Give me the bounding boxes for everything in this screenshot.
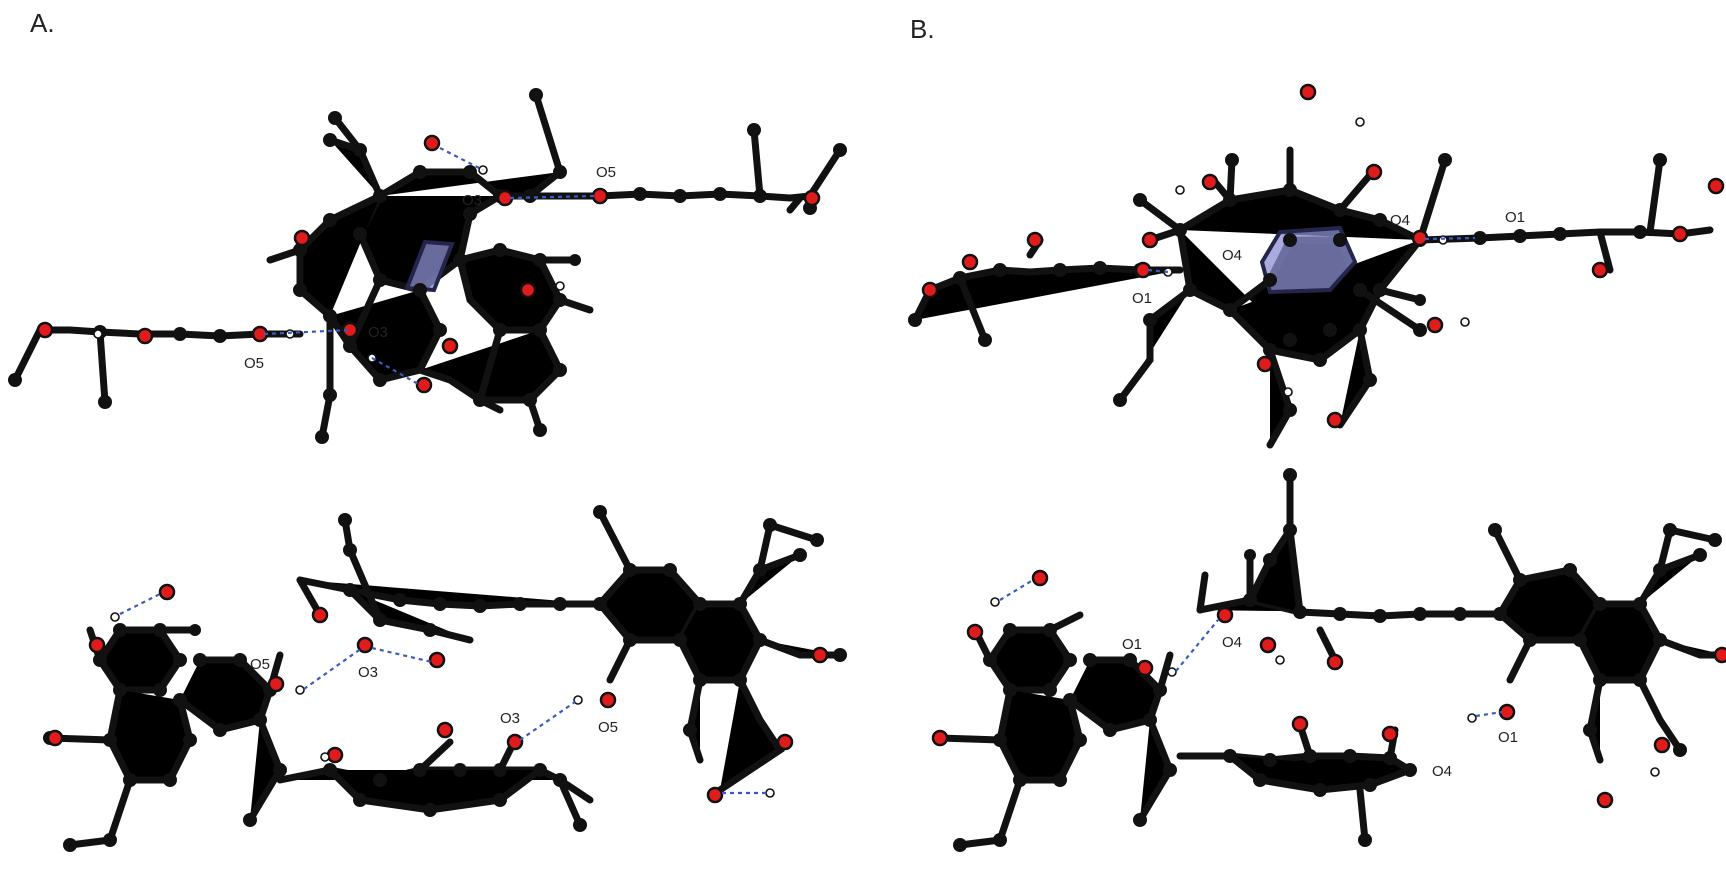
atom-label-o1: O1 xyxy=(1132,290,1152,307)
atom-label-o4: O4 xyxy=(1432,763,1452,780)
carbon-atoms-b-bottom xyxy=(953,468,1722,852)
hydrogen-atoms-b-bottom xyxy=(990,597,1660,777)
atom-label-o4: O4 xyxy=(1390,212,1410,229)
atom-label-o5: O5 xyxy=(244,355,264,372)
side-chain-b-top-right xyxy=(1416,156,1714,274)
atom-label-o5: O5 xyxy=(596,164,616,181)
atom-label-o1: O1 xyxy=(1122,636,1142,653)
hydrogen-atoms-a-bottom xyxy=(110,612,775,798)
oxygen-atoms-b-bottom xyxy=(931,569,1726,809)
panel-b-top-view: O4 O1 O4 O1 xyxy=(908,83,1725,449)
atom-label-o5: O5 xyxy=(598,719,618,736)
panel-a-bottom-view: O5 O3 O3 O5 xyxy=(43,505,847,852)
hydrogen-bonds-b-bottom xyxy=(999,579,1503,718)
carbon-atoms-b-top xyxy=(908,153,1667,417)
panel-label-b: B. xyxy=(910,14,935,44)
hydrogen-atoms-b-top xyxy=(1163,117,1470,397)
hydrogen-bonds-b-top xyxy=(1147,236,1476,274)
side-chain-b-top-left xyxy=(911,236,1184,344)
panel-a-top-view: O3 O5 O3 O5 xyxy=(8,88,847,444)
oxygen-atoms-b-top xyxy=(921,83,1725,429)
oxygen-atoms-a-bottom xyxy=(46,583,829,804)
atom-label-o1: O1 xyxy=(1505,209,1525,226)
stacked-ring-a-bottom-upper xyxy=(296,516,604,644)
atom-label-o3: O3 xyxy=(500,710,520,727)
atom-label-o3: O3 xyxy=(462,192,482,209)
atom-label-o4: O4 xyxy=(1222,247,1242,264)
pi-stack-centroid-a xyxy=(404,239,455,293)
atom-label-o3: O3 xyxy=(368,324,388,341)
panel-b-bottom-view: O1 O4 O1 O4 xyxy=(931,468,1726,852)
atom-label-o1: O1 xyxy=(1498,729,1518,746)
hydrogen-bonds-a-bottom xyxy=(119,593,766,795)
atom-label-o4: O4 xyxy=(1222,634,1242,651)
oxygen-atoms-a-top xyxy=(36,134,821,394)
hydrogen-bonds-a-top xyxy=(263,147,596,386)
naphthalene-core-b-top xyxy=(1116,146,1449,449)
stacked-ring-b-bottom-upper xyxy=(1196,471,1504,664)
atom-label-o3: O3 xyxy=(358,664,378,681)
carbon-atoms-a-bottom xyxy=(43,505,847,852)
hydrogen-atoms-a-top xyxy=(93,165,565,363)
panel-label-a: A. xyxy=(30,8,55,38)
atom-label-o5: O5 xyxy=(250,656,270,673)
naphthalene-left-a-bottom xyxy=(46,626,284,849)
